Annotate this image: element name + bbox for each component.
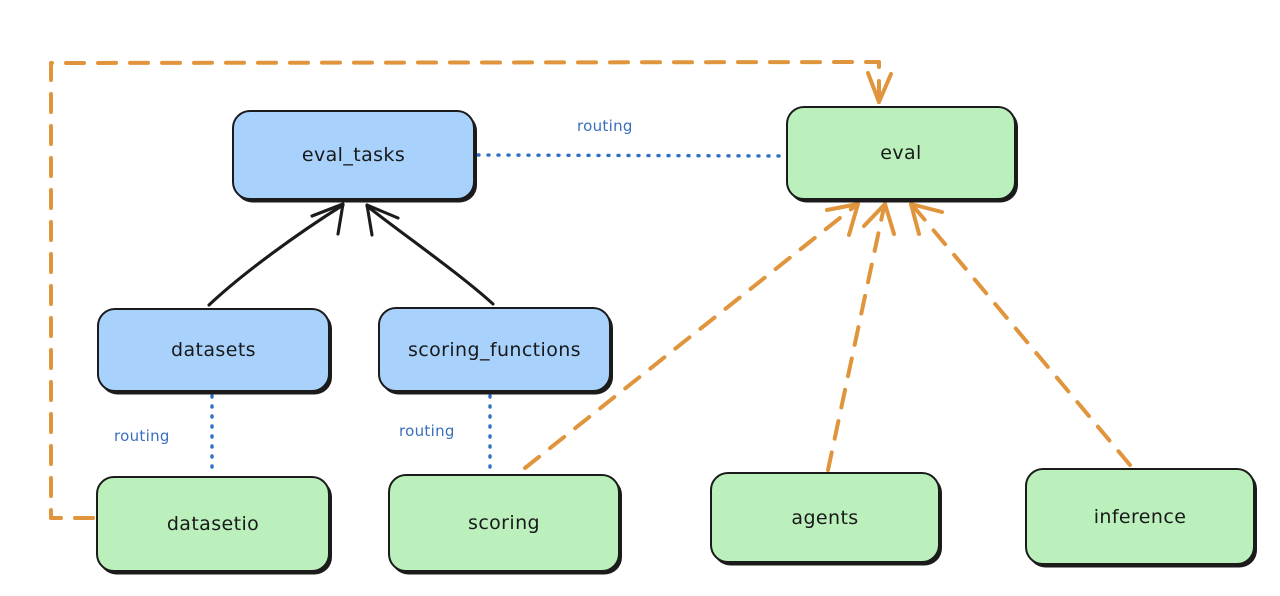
node-label: datasets [171,339,256,361]
edge-label-routing-datasets-datasetio: routing [114,427,170,445]
node-label: scoring_functions [408,338,581,361]
node-scoring-functions[interactable]: scoring_functions [378,307,611,392]
node-datasets[interactable]: datasets [97,308,330,392]
edge-datasets-to-eval-tasks [207,202,345,307]
edge-inference-to-eval [909,202,1132,467]
node-label: datasetio [166,513,260,535]
node-agents[interactable]: agents [710,472,940,563]
node-label: eval [880,142,922,164]
node-eval[interactable]: eval [786,106,1016,200]
node-inference[interactable]: inference [1025,468,1255,565]
node-scoring[interactable]: scoring [388,474,620,572]
node-datasetio[interactable]: datasetio [96,476,330,572]
edge-scoring-functions-to-eval-tasks [365,203,495,306]
node-label: scoring [468,512,540,534]
node-label: inference [1093,505,1187,528]
node-label: eval_tasks [301,144,406,166]
edge-agents-to-eval [826,202,896,472]
node-label: agents [791,506,859,529]
edge-label-routing-scoring-functions-scoring: routing [399,422,455,440]
edge-label-routing-eval-tasks-eval: routing [577,117,633,135]
node-eval-tasks[interactable]: eval_tasks [232,110,475,200]
edge-eval-tasks-to-eval [476,153,785,158]
